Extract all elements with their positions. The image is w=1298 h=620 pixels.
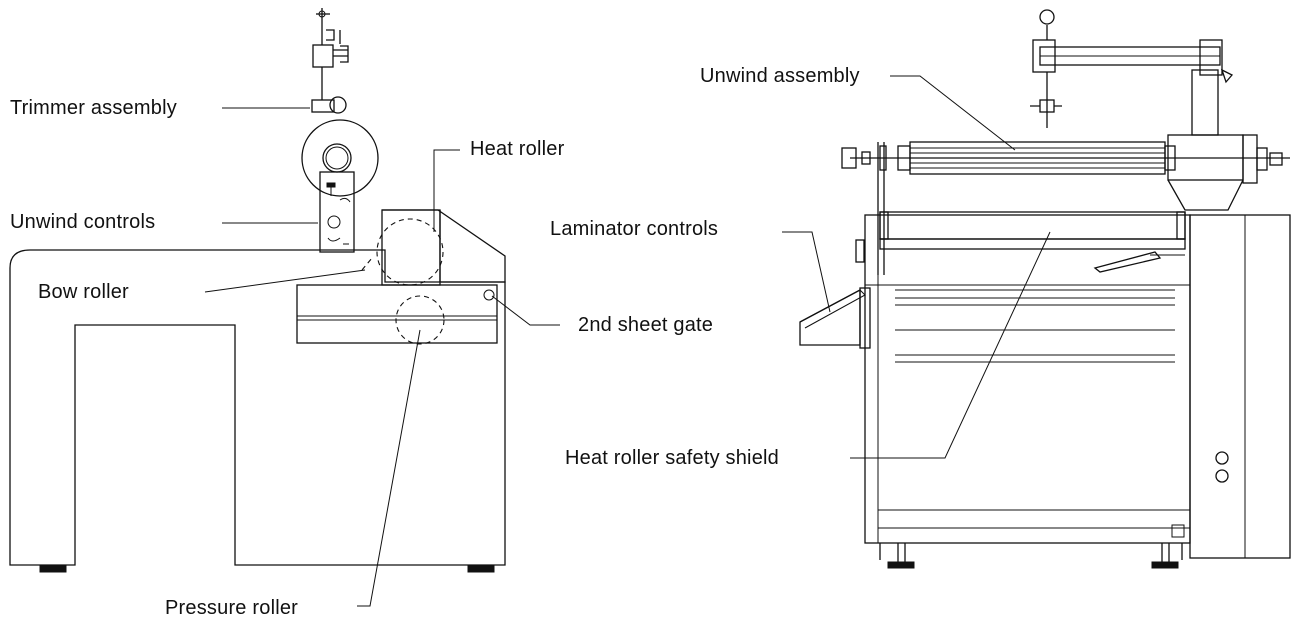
label-heat-roller-safety-shield: Heat roller safety shield — [565, 447, 779, 469]
leader-safety-shield — [850, 231, 1051, 459]
trimmer-wheel — [329, 96, 347, 114]
label-pressure-roller: Pressure roller — [165, 597, 299, 619]
left-foot-1 — [39, 564, 67, 573]
roll-core-outer — [322, 143, 352, 173]
right-foot-1 — [897, 543, 906, 562]
pressure-roller-circle — [395, 295, 445, 345]
label-second-sheet-gate: 2nd sheet gate — [578, 314, 714, 336]
label-laminator-controls: Laminator controls — [550, 218, 719, 240]
cabinet-knob-2 — [1215, 469, 1229, 483]
top-knob — [1039, 9, 1055, 25]
trimmer-block — [311, 99, 335, 113]
shield-arm — [1093, 251, 1162, 273]
safety-shield — [879, 211, 1186, 240]
right-frame — [864, 214, 1191, 544]
label-unwind-controls: Unwind controls — [10, 211, 156, 233]
shaft-knob-left — [841, 147, 857, 169]
left-frame — [9, 249, 506, 566]
pressure-roller-box — [296, 284, 498, 344]
left-foot-2 — [467, 564, 495, 573]
right-cabinet — [1189, 214, 1291, 559]
heat-roller-circle — [376, 218, 444, 286]
label-unwind-assembly: Unwind assembly — [700, 65, 860, 87]
roll-core-inner — [325, 146, 349, 170]
unwind-control-knob — [327, 215, 341, 229]
leader-second-sheet-gate — [491, 295, 560, 326]
leader-laminator-controls — [782, 231, 831, 313]
leader-unwind-assembly — [890, 75, 1016, 151]
unwind-column — [1191, 69, 1219, 136]
material-roll — [301, 119, 379, 197]
leader-heat-roller — [433, 149, 460, 232]
leader-bow-roller — [204, 269, 366, 293]
bow-roller-mark — [361, 257, 373, 271]
label-heat-roller: Heat roller — [470, 138, 565, 160]
top-arm-clamp — [1032, 39, 1056, 73]
right-foot-2 — [1161, 543, 1170, 562]
second-sheet-gate-knob — [483, 289, 495, 301]
label-bow-roller: Bow roller — [38, 281, 129, 303]
shield-end-right — [1176, 211, 1186, 240]
leader-pressure-roller — [357, 329, 421, 607]
label-trimmer-assembly: Trimmer assembly — [10, 97, 177, 119]
cabinet-knob-1 — [1215, 451, 1229, 465]
